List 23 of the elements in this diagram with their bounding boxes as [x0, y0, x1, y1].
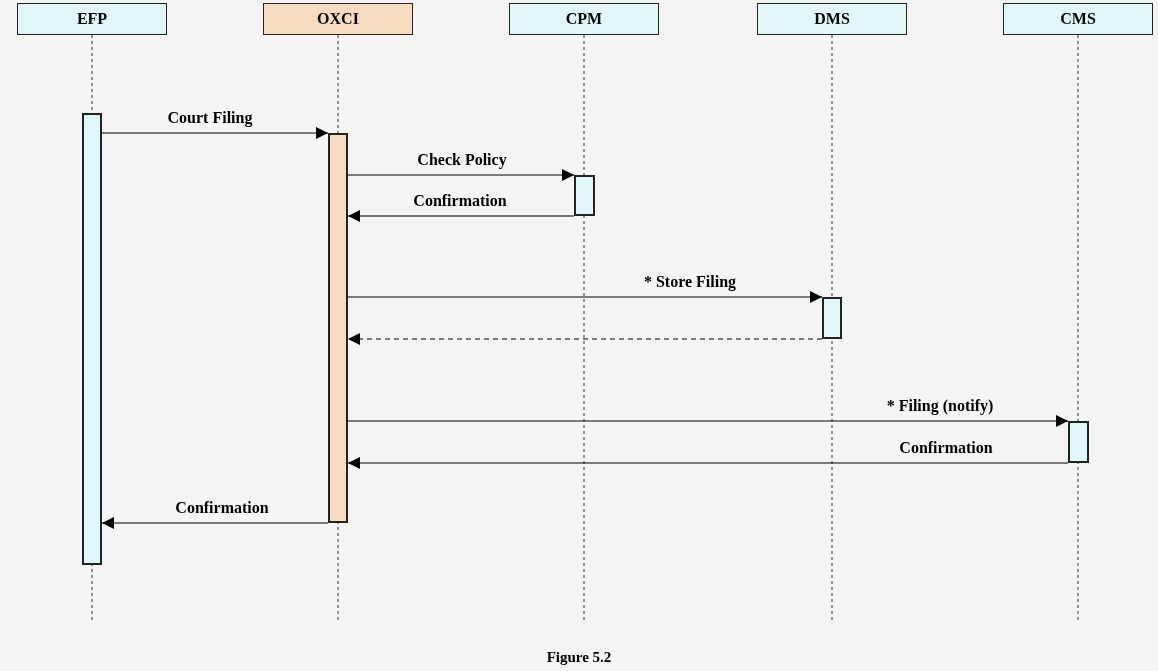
participant-box: CMS [1003, 3, 1153, 35]
edge-label: * Store Filing [641, 273, 739, 291]
message-arrow [347, 415, 1069, 427]
participant-box: OXCI [263, 3, 413, 35]
edge-label: Check Policy [415, 151, 509, 169]
participant-box: CPM [509, 3, 659, 35]
activation-bar [82, 113, 102, 565]
activation-bar [574, 175, 595, 216]
message-arrow [101, 517, 329, 529]
message-arrow [347, 210, 575, 222]
figure-caption: Figure 5.2 [545, 649, 613, 666]
participant-box: DMS [757, 3, 907, 35]
message-arrow [347, 291, 823, 303]
message-arrow [101, 127, 329, 139]
participant-box: EFP [17, 3, 167, 35]
edge-label: Court Filing [165, 109, 255, 127]
activation-bar [822, 297, 842, 339]
message-arrow [347, 333, 823, 345]
activation-bar [328, 133, 348, 523]
message-arrow [347, 457, 1069, 469]
activation-bar [1068, 421, 1089, 463]
edge-label: * Filing (notify) [884, 397, 996, 415]
message-arrow [347, 169, 575, 181]
